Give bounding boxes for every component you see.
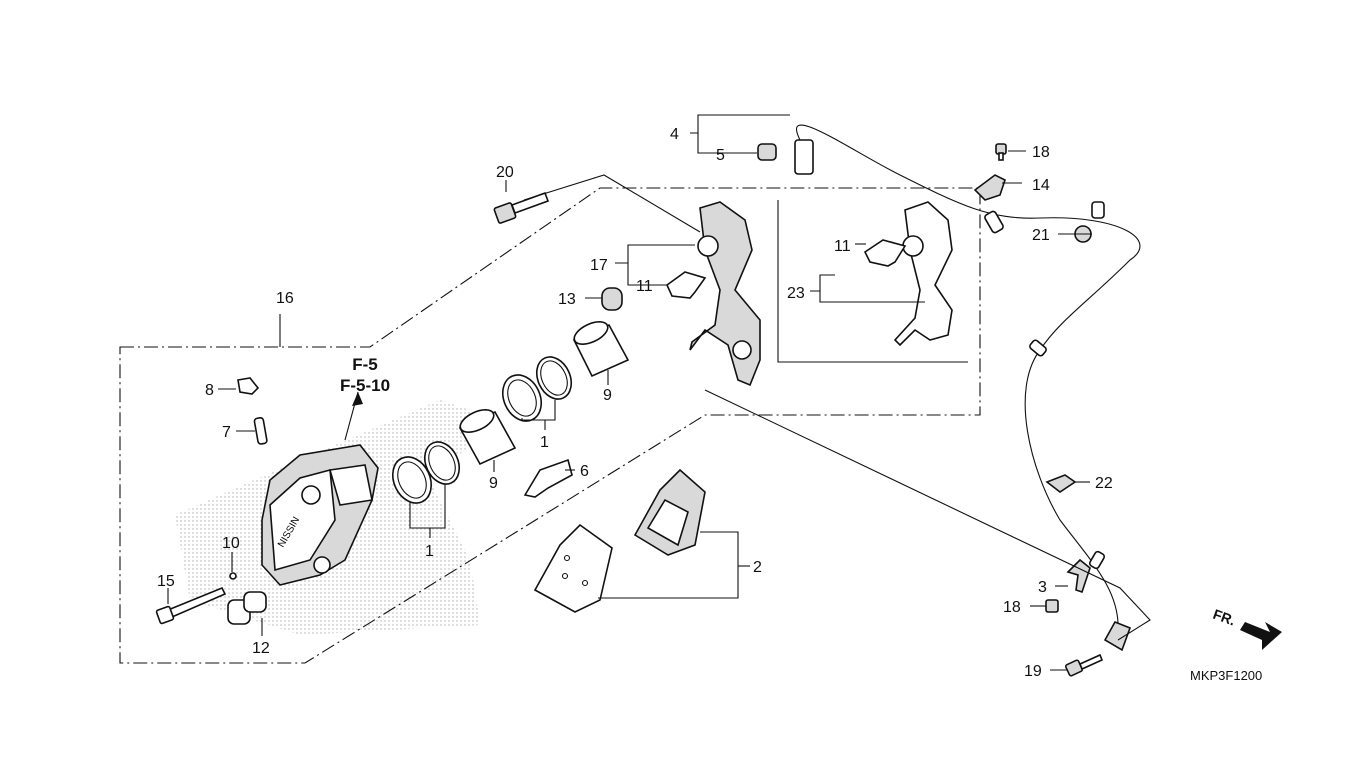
callout-1-right: 1 <box>540 434 549 451</box>
bracket-boot <box>601 287 623 311</box>
sensor-stay <box>1066 558 1091 594</box>
direction-label: FR. <box>1211 606 1238 629</box>
clamp-14 <box>973 174 1006 201</box>
piston-right <box>572 321 630 378</box>
o-ring <box>229 572 237 580</box>
callout-11-right: 11 <box>834 238 851 255</box>
callout-13: 13 <box>558 291 576 308</box>
diagram-code: MKP3F1200 <box>1190 668 1262 683</box>
callout-1-left: 1 <box>425 543 434 560</box>
pad-retainer-left <box>666 271 707 299</box>
callout-9-left: 9 <box>489 475 498 492</box>
group-boundary-16 <box>119 187 981 664</box>
reference-label-f5: F-5 <box>352 355 378 374</box>
wheel-speed-sensor-cable <box>794 124 1141 652</box>
callout-20: 20 <box>496 164 514 181</box>
callout-3: 3 <box>1038 579 1047 596</box>
grommet <box>757 143 777 161</box>
bracket-kit-box-23 <box>777 200 968 363</box>
callout-9-right: 9 <box>603 387 612 404</box>
pin-bolt <box>155 586 227 625</box>
callout-5: 5 <box>716 147 725 164</box>
callout-23: 23 <box>787 285 805 302</box>
bolt-20 <box>493 191 550 224</box>
callout-12: 12 <box>252 640 270 657</box>
callout-19: 19 <box>1024 663 1042 680</box>
callout-21: 21 <box>1032 227 1050 244</box>
brake-pad-front <box>533 523 613 613</box>
piston-seals-left <box>391 441 461 504</box>
callout-11-left: 11 <box>636 278 653 295</box>
bolt-18-top <box>995 143 1007 161</box>
callout-10: 10 <box>222 535 240 552</box>
callout-2: 2 <box>753 559 762 576</box>
bolt-19 <box>1064 653 1104 677</box>
callout-14: 14 <box>1032 177 1050 194</box>
callout-16: 16 <box>276 290 294 307</box>
callout-17: 17 <box>590 257 608 274</box>
caliper-body: NISSIN <box>261 444 379 586</box>
callout-8: 8 <box>205 382 214 399</box>
bolt-18-bottom <box>1045 599 1059 613</box>
bleeder-cap <box>237 377 260 395</box>
pad-spring <box>523 458 573 498</box>
bleeder-screw <box>253 416 268 445</box>
leader-lines <box>167 114 1151 671</box>
callout-18-top: 18 <box>1032 144 1050 161</box>
callout-18-bottom: 18 <box>1003 599 1021 616</box>
reference-label-f5-10: F-5-10 <box>340 376 390 395</box>
clamp-22 <box>1045 474 1077 493</box>
caliper-bracket <box>689 201 761 387</box>
callout-7: 7 <box>222 424 231 441</box>
front-direction-arrow <box>1240 622 1282 650</box>
callout-15: 15 <box>157 573 175 590</box>
piston-left <box>458 409 517 466</box>
pin-boot <box>227 591 267 625</box>
pad-retainer-right <box>863 239 907 267</box>
callout-6: 6 <box>580 463 589 480</box>
bracket-kit <box>893 201 953 347</box>
reference-arrow <box>352 392 363 406</box>
piston-seals-right <box>501 356 573 422</box>
callout-22: 22 <box>1095 475 1113 492</box>
brake-pad-rear <box>633 468 706 556</box>
callout-4: 4 <box>670 126 679 143</box>
